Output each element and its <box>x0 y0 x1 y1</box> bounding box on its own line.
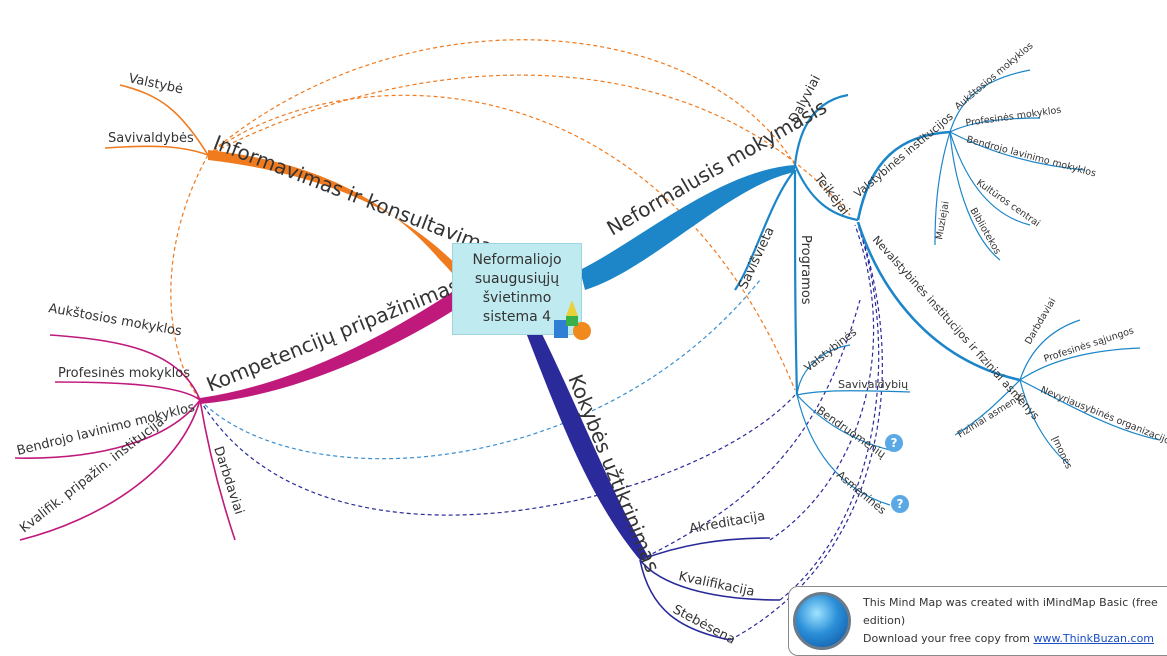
central-line-4: sistema 4 <box>482 309 552 325</box>
branch-line-aukstosios <box>49 334 201 401</box>
link-stebesena-teikejai <box>729 229 883 641</box>
label-n-darbdaviai: Darbdaviai <box>1023 296 1058 346</box>
label-k-darbdaviai: Darbdaviai <box>210 445 246 517</box>
label-p-valstybines: Valstybinės <box>802 325 859 374</box>
link-kvalifikacija-teikejai <box>779 224 880 601</box>
branch-line-v-profesines <box>949 117 1041 133</box>
label-k-profesines: Profesinės mokyklos <box>58 366 190 381</box>
branch-line-p-valstybines <box>796 344 851 396</box>
credit-line-2-prefix: Download your free copy from <box>863 632 1034 645</box>
branch-line-kvalifik <box>19 399 201 541</box>
link-kokybes-programos <box>639 299 861 561</box>
branch-line-n-imones <box>1019 379 1071 466</box>
branch-line-n-darbdaviai <box>1019 319 1081 381</box>
label-kokybes: Kokybės užtikrinimas <box>563 371 664 576</box>
branch-line-v-kulturos <box>949 131 1031 226</box>
branch-line-n-nevyriausybines <box>1019 379 1161 441</box>
branch-line-n-profesines <box>1019 347 1141 381</box>
link-informavimas-kompetenciju <box>170 154 209 401</box>
branch-line-stebesena <box>639 559 731 641</box>
central-topic-shapes-icon <box>554 300 591 340</box>
branch-line-akreditacija <box>639 537 771 561</box>
label-p-bendruomeniu: Bendruomenių <box>814 404 888 461</box>
link-informavimas-teikejai <box>207 74 851 216</box>
link-informavimas-programos <box>207 94 796 391</box>
label-programos: Programos <box>798 235 813 305</box>
link-kompetenciju-programos <box>199 394 796 516</box>
branch-line-bendrojo <box>14 399 201 459</box>
label-n-imones: Įmonės <box>1049 435 1074 471</box>
label-kompetenciju: Kompetencijų pripažinimas <box>203 273 463 397</box>
link-kompetenciju-savisvieta <box>199 279 761 460</box>
branch-line-v-aukstosios <box>949 69 1031 133</box>
label-v-bibliotekos: Bibliotekos <box>967 206 1002 256</box>
central-line-3: švietinmo <box>482 290 552 306</box>
branch-line-profesines <box>54 381 201 401</box>
link-akreditacija-teikejai <box>769 224 875 541</box>
credit-banner: This Mind Map was created with iMindMap … <box>788 586 1167 656</box>
branch-line-savisvieta <box>734 169 796 291</box>
branch-line-valstybe <box>119 84 209 156</box>
thinkbuzan-link[interactable]: www.ThinkBuzan.com <box>1033 632 1155 645</box>
branch-line-savivaldybes <box>104 145 209 156</box>
label-k-aukstosios: Aukštosios mokyklos <box>47 301 183 339</box>
note-question-icon[interactable]: ? <box>891 495 909 513</box>
branch-line-p-asmenines <box>796 394 891 506</box>
label-p-savivaldybiu: Savivaldybių <box>838 378 908 391</box>
branch-line-v-bendrojo <box>949 131 1086 171</box>
branch-line-dalyviai <box>793 93 849 166</box>
note-question-icon[interactable]: ? <box>885 434 903 452</box>
branch-line-programos <box>793 169 799 396</box>
label-v-aukstosios: Aukštosios mokyklos <box>953 40 1036 112</box>
branch-line-darbdaviai <box>199 399 236 541</box>
branch-line-valstybines <box>856 130 951 221</box>
branch-line-n-fiziniai <box>954 379 1021 436</box>
imindmap-logo-icon <box>793 592 851 650</box>
branch-line-p-bendruomeniu <box>796 394 891 451</box>
central-topic[interactable]: Neformaliojo suaugusiųjų švietinmo siste… <box>452 243 582 335</box>
branch-line-teikejai <box>793 164 859 222</box>
label-savivaldybes: Savivaldybės <box>108 131 194 146</box>
credit-line-1: This Mind Map was created with iMindMap … <box>863 596 1158 627</box>
branch-line-v-bibliotekos <box>949 131 1001 261</box>
label-v-profesines: Profesinės mokyklos <box>965 105 1062 129</box>
branch-kokybes <box>525 330 648 560</box>
central-line-2: suaugusiųjų <box>474 271 560 287</box>
label-valstybe: Valstybė <box>127 71 184 97</box>
label-v-bendrojo: Bendrojo lavinimo mokyklos <box>965 134 1097 179</box>
label-savisvieta: Savišvieta <box>736 225 778 292</box>
branch-line-nevalstybines <box>856 221 1021 382</box>
branch-neformalusis <box>580 165 795 290</box>
credit-line-2: Download your free copy from www.ThinkBu… <box>863 630 1167 648</box>
branch-line-v-muziejai <box>934 131 951 246</box>
link-informavimas-dalyviai <box>207 39 796 166</box>
label-stebesena: Stebėsena <box>670 602 738 647</box>
branch-line-kvalifikacija <box>639 559 781 601</box>
label-valstybines-institucijos: Valstybinės institucijos <box>852 110 956 201</box>
label-n-fiziniai: Fiziniai asmenys <box>956 390 1028 440</box>
branch-line-p-savivaldybiu <box>796 390 911 396</box>
central-line-1: Neformaliojo <box>472 252 562 268</box>
label-akreditacija: Akreditacija <box>688 509 766 537</box>
